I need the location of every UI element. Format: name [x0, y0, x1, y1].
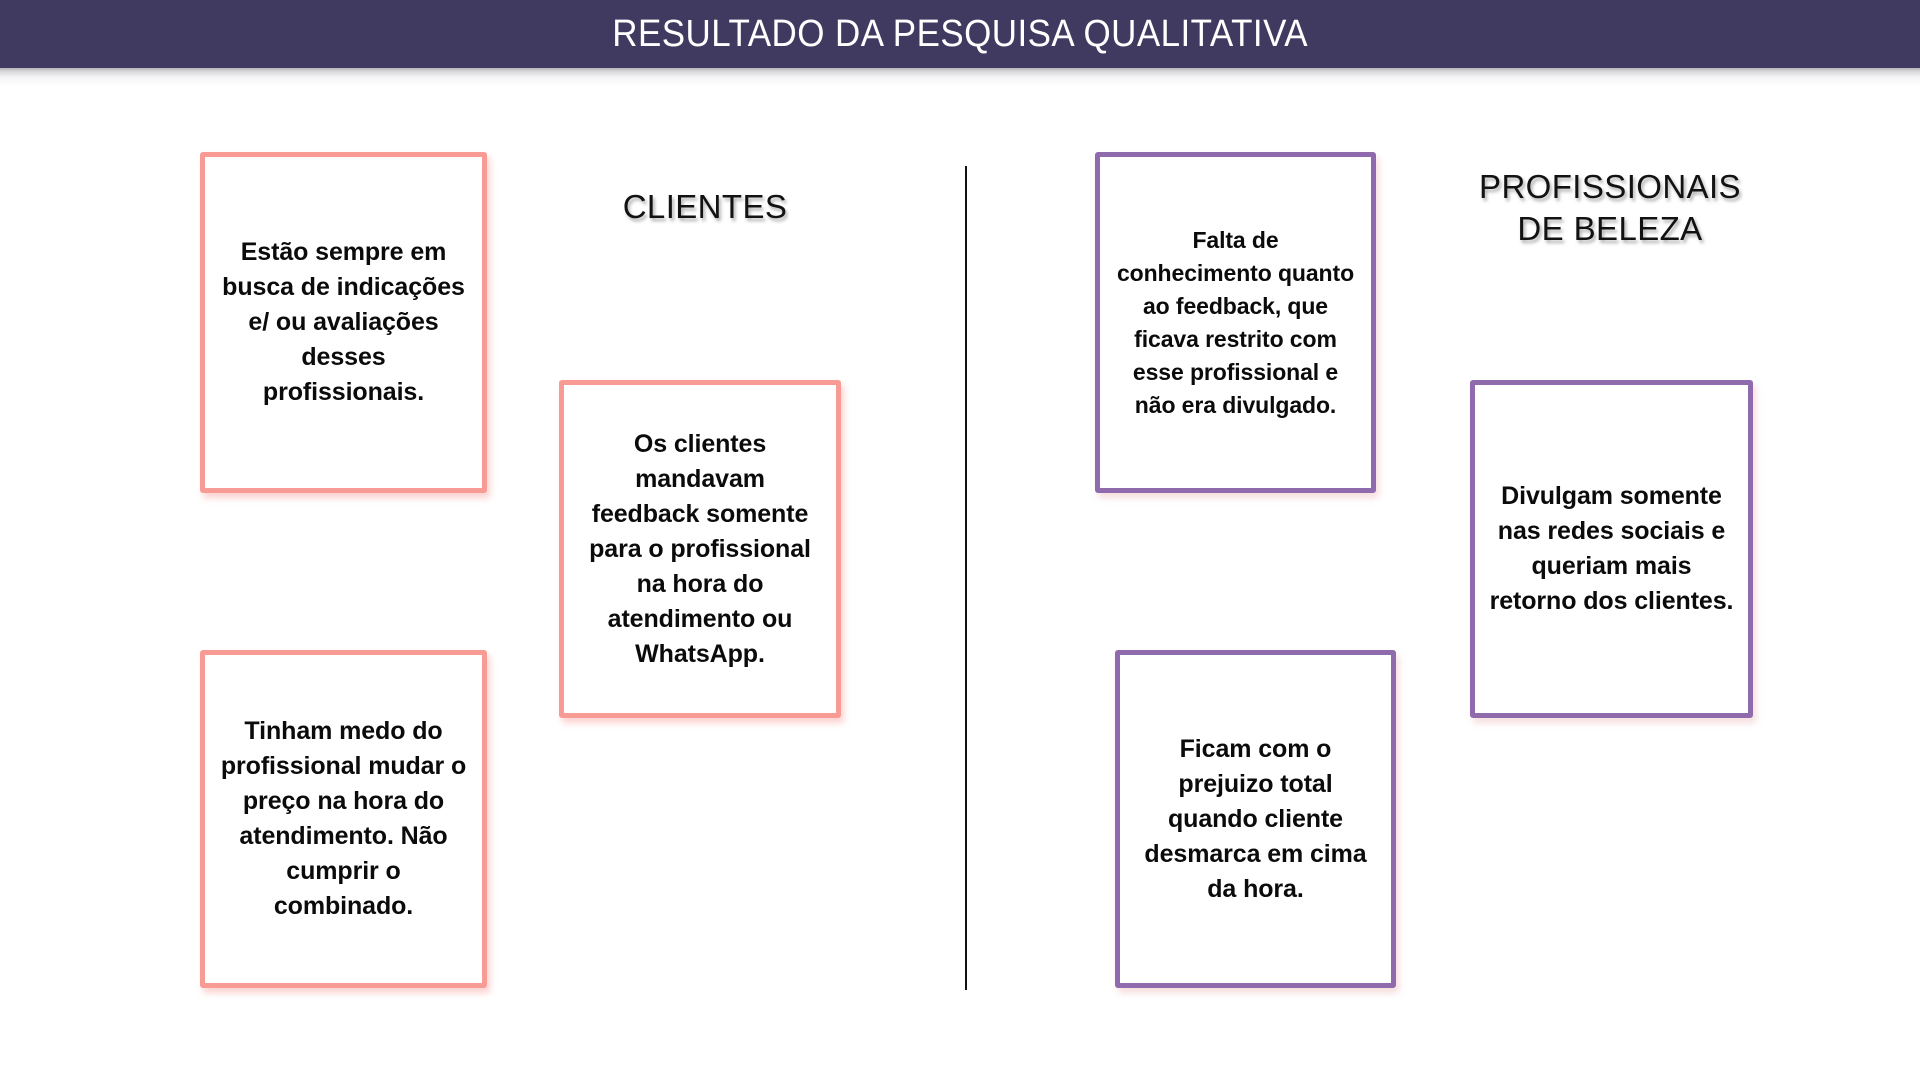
clientes-insight-card-3-text: Tinham medo do profissional mudar o preç… — [220, 717, 467, 920]
section-heading-profissionais-de-beleza: PROFISSIONAIS DE BELEZA — [1479, 168, 1741, 247]
header-drop-shadow — [0, 68, 1920, 86]
clientes-insight-card-2-text: Os clientes mandavam feedback somente pa… — [589, 429, 811, 668]
profissionais-insight-card-3: Ficam com o prejuizo total quando client… — [1115, 650, 1396, 988]
page-title: RESULTADO DA PESQUISA QUALITATIVA — [612, 12, 1308, 55]
clientes-insight-card-1: Estão sempre em busca de indicações e/ o… — [200, 152, 487, 493]
clientes-insight-card-1-text: Estão sempre em busca de indicações e/ o… — [222, 238, 465, 406]
clientes-insight-card-2: Os clientes mandavam feedback somente pa… — [559, 380, 841, 718]
profissionais-insight-card-2: Divulgam somente nas redes sociais e que… — [1470, 380, 1753, 718]
profissionais-insight-card-1-text: Falta de conhecimento quanto ao feedback… — [1116, 226, 1355, 418]
page-header-bar: RESULTADO DA PESQUISA QUALITATIVA — [0, 0, 1920, 68]
profissionais-insight-card-2-text: Divulgam somente nas redes sociais e que… — [1489, 482, 1734, 615]
vertical-divider — [965, 166, 967, 990]
section-heading-clientes: CLIENTES — [622, 188, 788, 225]
profissionais-insight-card-1: Falta de conhecimento quanto ao feedback… — [1095, 152, 1376, 493]
clientes-insight-card-3: Tinham medo do profissional mudar o preç… — [200, 650, 487, 988]
profissionais-insight-card-3-text: Ficam com o prejuizo total quando client… — [1144, 734, 1367, 903]
